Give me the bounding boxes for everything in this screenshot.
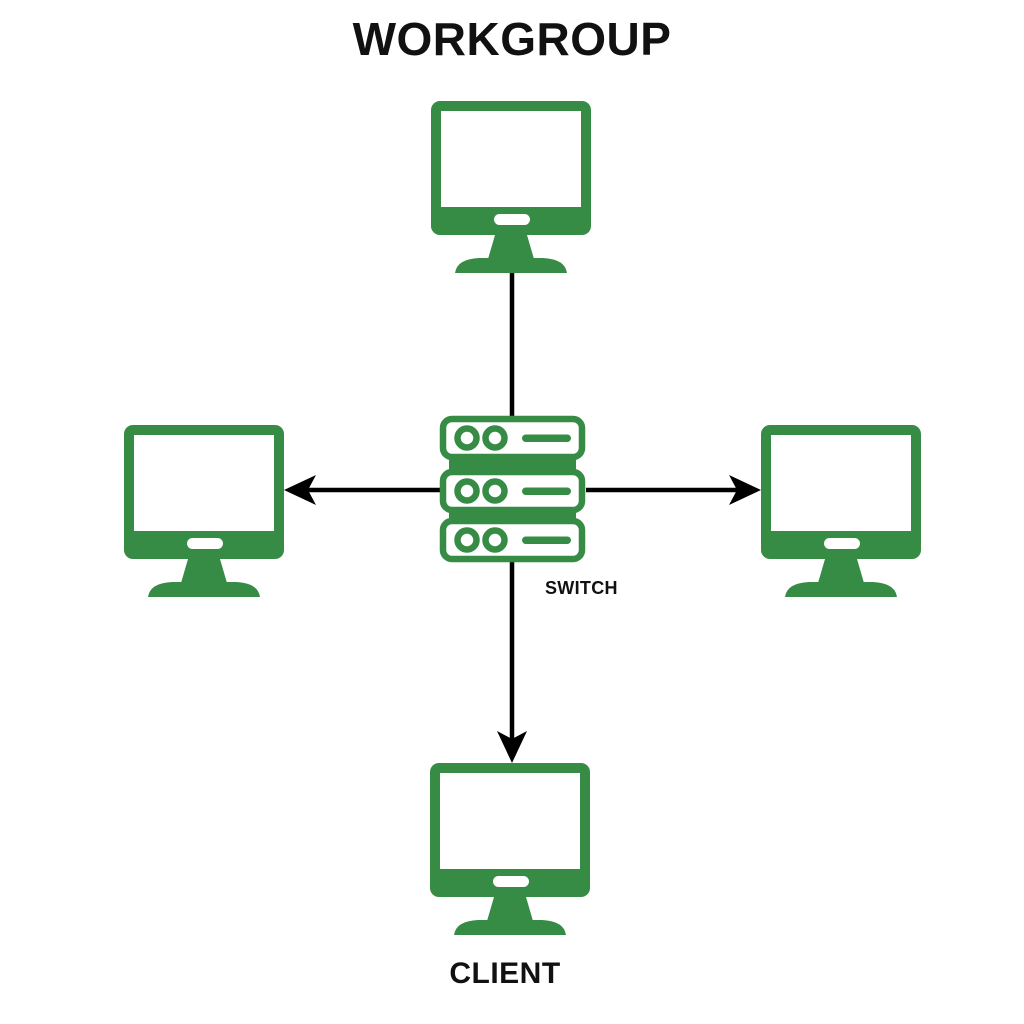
- monitor-icon: [124, 425, 284, 597]
- switch-label: SWITCH: [545, 578, 618, 598]
- page-title: WORKGROUP: [353, 13, 672, 65]
- node-right-monitor[interactable]: [761, 425, 921, 597]
- network-switch-icon: [443, 472, 582, 510]
- network-switch-icon: [443, 419, 582, 457]
- network-switch-icon: [443, 521, 582, 559]
- client-label: CLIENT: [449, 957, 560, 990]
- switch-unit-1: [443, 419, 582, 457]
- node-top-monitor[interactable]: [431, 101, 591, 273]
- link-switch-bottom: [497, 540, 527, 763]
- node-left-monitor[interactable]: [124, 425, 284, 597]
- node-center-switch[interactable]: [443, 419, 582, 559]
- monitor-icon: [761, 425, 921, 597]
- switch-unit-3: [443, 521, 582, 559]
- switch-connector-band: [449, 459, 576, 519]
- link-switch-right: [586, 475, 761, 505]
- monitor-icon: [431, 101, 591, 273]
- monitor-icon: [430, 763, 590, 935]
- node-bottom-monitor[interactable]: [430, 763, 590, 935]
- switch-unit-2: [443, 472, 582, 510]
